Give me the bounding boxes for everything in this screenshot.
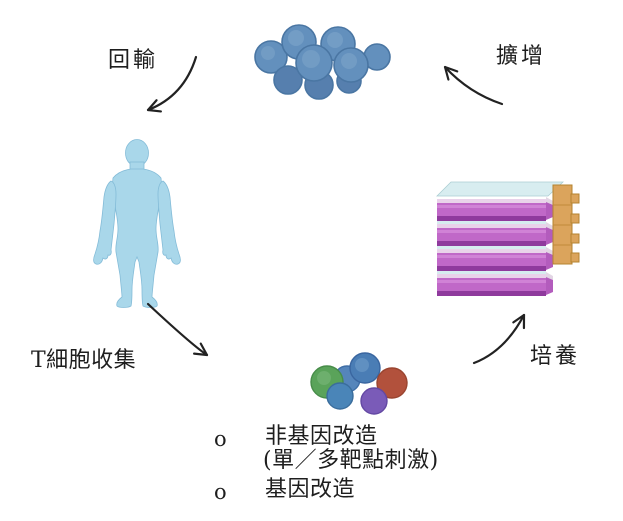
flask-necks: [546, 197, 553, 295]
label-culture: 培養: [530, 344, 581, 369]
label-reinfusion: 回輸: [108, 48, 159, 73]
mixed-cell-cluster-icon: [310, 352, 408, 415]
label-t-cell-collection: T細胞收集: [31, 348, 137, 373]
bullet-marker: o: [214, 427, 227, 451]
option-non-gene-modified-note: (單／多靶點刺激): [263, 448, 439, 473]
bullet-marker: o: [214, 480, 227, 504]
human-figure-icon: [93, 139, 181, 308]
arrow-expansion: [443, 65, 504, 106]
option-non-gene-modified: 非基因改造: [265, 424, 378, 449]
right-arm-shape: [157, 180, 181, 265]
flask-stack-icon: [436, 181, 580, 296]
option-gene-modified: 基因改造: [265, 477, 356, 502]
arrow-culture: [472, 313, 526, 365]
blue-cell-cluster-icon: [254, 24, 391, 100]
arrow-reinfusion: [146, 55, 198, 113]
torso-legs-shape: [112, 168, 162, 308]
left-arm-shape: [93, 180, 117, 265]
arrow-collection: [146, 302, 209, 357]
flask-caps: [552, 184, 580, 265]
label-expansion: 擴增: [496, 44, 547, 69]
